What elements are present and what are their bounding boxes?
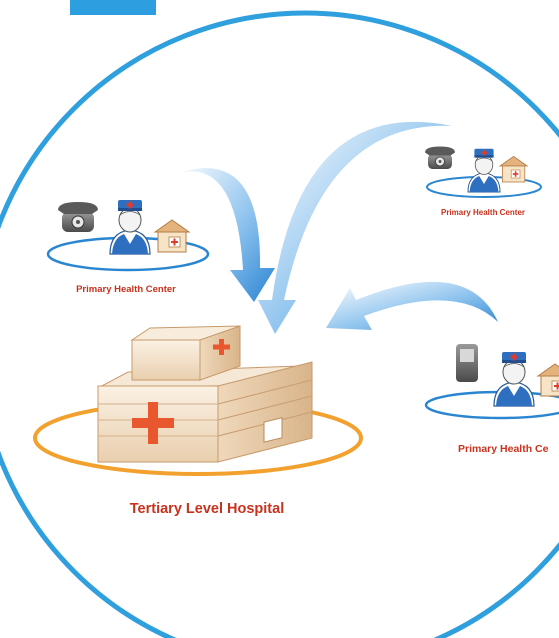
coverage-circle xyxy=(0,10,559,638)
phc-right-ring xyxy=(424,390,559,420)
mobile-phone-icon xyxy=(456,344,478,382)
nurse-icon xyxy=(109,199,151,255)
clinic-house-icon xyxy=(154,219,190,253)
referral-arrow-left xyxy=(170,168,275,302)
hospital-group: Tertiary Level Hospital xyxy=(33,325,363,517)
hospital-building-icon xyxy=(97,325,313,463)
clinic-house-icon xyxy=(499,155,528,183)
phc-right-group: Primary Health Ce xyxy=(424,344,559,455)
corner-tab xyxy=(70,0,156,15)
nurse-icon xyxy=(467,148,501,193)
phc-right-label: Primary Health Ce xyxy=(458,443,549,455)
telephone-icon xyxy=(424,146,456,170)
nurse-icon xyxy=(493,351,535,407)
phc-top-right-label: Primary Health Center xyxy=(441,208,525,217)
phc-left-label: Primary Health Center xyxy=(76,284,176,295)
referral-arrow-right xyxy=(326,281,498,330)
referral-arrow-top xyxy=(258,121,452,334)
phc-left-group: Primary Health Center xyxy=(46,199,210,295)
telephone-icon xyxy=(57,201,99,233)
phc-top-right-group: Primary Health Center xyxy=(424,146,542,217)
hospital-label: Tertiary Level Hospital xyxy=(130,501,284,517)
clinic-house-icon xyxy=(537,363,559,397)
